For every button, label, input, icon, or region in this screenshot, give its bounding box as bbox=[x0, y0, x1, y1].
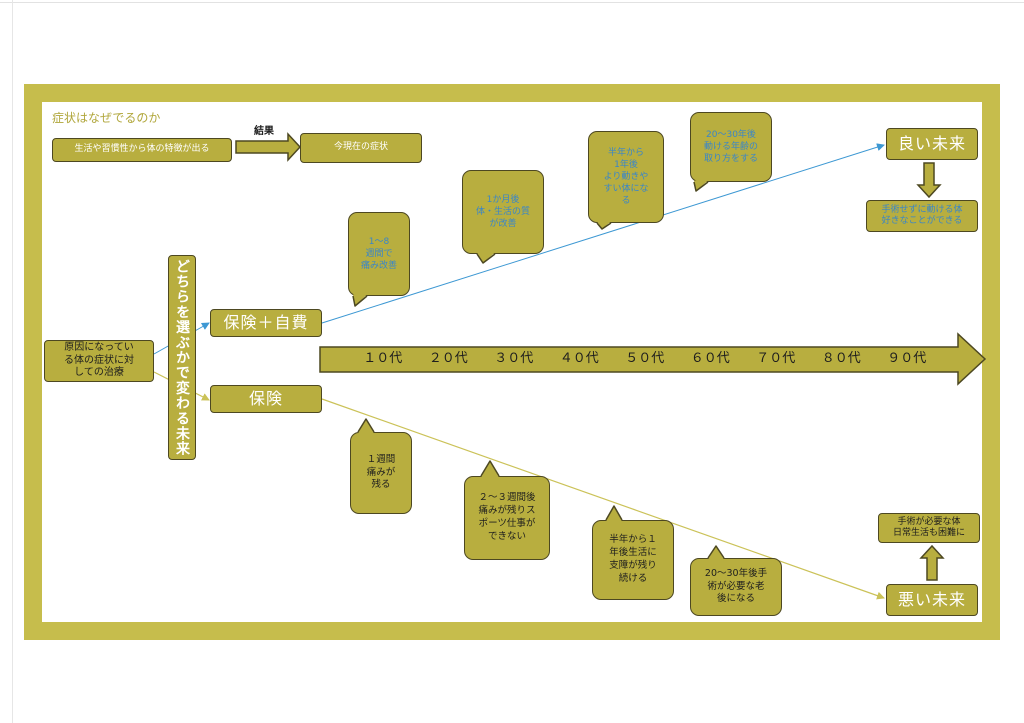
bad-bubble-1-text: １週間 痛みが 残る bbox=[366, 453, 396, 491]
diagram-title: 症状はなぜでるのか bbox=[52, 111, 161, 125]
bad-future-path-line bbox=[321, 398, 885, 600]
bad-bubble-4-text: 20〜30年後手 術が必要な老 後になる bbox=[704, 567, 768, 605]
timeline-age-label: ６０代 bbox=[690, 351, 730, 366]
bad-bubble-4: 20〜30年後手 術が必要な老 後になる bbox=[690, 545, 782, 616]
choice-label-box: どちらを選ぶかで変わる未来 bbox=[168, 255, 196, 460]
good-bubble-1-text: 1〜8 週間で 痛み改善 bbox=[360, 236, 397, 272]
good-bubble-3-text: 半年から 1年後 より動きや すい体にな る bbox=[603, 147, 649, 207]
good-bubble-3: 半年から 1年後 より動きや すい体にな る bbox=[588, 131, 664, 230]
current-symptom-box: 今現在の症状 bbox=[300, 133, 422, 163]
bad-future-box: 悪い未来 bbox=[886, 584, 978, 616]
good-bubble-2-text: 1か月後 体・生活の質 が改善 bbox=[475, 194, 530, 230]
good-bubble-1-pointer bbox=[352, 294, 368, 307]
timeline-age-label: ５０代 bbox=[625, 351, 665, 366]
timeline-age-label: ７０代 bbox=[756, 351, 796, 366]
good-future-box: 良い未来 bbox=[886, 128, 978, 160]
timeline-age-label: ２０代 bbox=[428, 351, 468, 366]
timeline-age-label: ９０代 bbox=[887, 351, 927, 366]
bad-outcome-box: 手術が必要な体 日常生活も困難に bbox=[878, 513, 980, 543]
bad-outcome-up-arrow bbox=[919, 544, 945, 581]
result-label: 結果 bbox=[254, 126, 274, 137]
bad-bubble-2-pointer bbox=[480, 460, 500, 478]
good-outcome-box: 手術せずに動ける体 好きなことができる bbox=[866, 200, 978, 232]
bad-bubble-1-pointer bbox=[357, 418, 375, 434]
good-bubble-3-pointer bbox=[596, 221, 612, 230]
bad-bubble-1: １週間 痛みが 残る bbox=[350, 418, 412, 514]
timeline-age-label: ４０代 bbox=[559, 351, 599, 366]
bad-bubble-4-pointer bbox=[707, 545, 725, 560]
good-bubble-1: 1〜8 週間で 痛み改善 bbox=[348, 212, 410, 307]
scan-edge-top bbox=[0, 2, 1024, 3]
bad-bubble-3-pointer bbox=[605, 505, 623, 522]
good-future-path-line bbox=[321, 143, 885, 324]
bad-bubble-2-text: ２〜３週間後 痛みが残りス ポーツ仕事が できない bbox=[478, 492, 536, 542]
habit-box: 生活や習慣性から体の特徴が出る bbox=[52, 138, 232, 162]
timeline-age-label: ３０代 bbox=[494, 351, 534, 366]
scan-edge-left bbox=[12, 0, 13, 723]
timeline-labels: １０代 ２０代 ３０代 ４０代 ５０代 ６０代 ７０代 ８０代 ９０代 bbox=[350, 350, 940, 368]
good-bubble-4-text: 20〜30年後 動ける年齢の 取り方をする bbox=[703, 129, 758, 165]
choice-label-text: どちらを選ぶかで変わる未来 bbox=[174, 258, 190, 457]
timeline-age-label: １０代 bbox=[363, 351, 403, 366]
bad-option-box: 保険 bbox=[210, 385, 322, 413]
bad-bubble-3-text: 半年から１ 年後生活に 支障が残り 続ける bbox=[609, 534, 657, 584]
good-option-box: 保険＋自費 bbox=[210, 309, 322, 337]
timeline-arrow bbox=[319, 332, 987, 386]
good-outcome-down-arrow bbox=[916, 162, 942, 199]
treatment-box: 原因になってい る体の症状に対 しての治療 bbox=[44, 340, 154, 382]
good-bubble-4: 20〜30年後 動ける年齢の 取り方をする bbox=[690, 112, 772, 192]
bad-bubble-2: ２〜３週間後 痛みが残りス ポーツ仕事が できない bbox=[464, 460, 550, 560]
bad-bubble-3: 半年から１ 年後生活に 支障が残り 続ける bbox=[592, 505, 674, 600]
good-bubble-2-pointer bbox=[476, 252, 496, 264]
good-bubble-2: 1か月後 体・生活の質 が改善 bbox=[462, 170, 544, 264]
good-bubble-4-pointer bbox=[693, 180, 709, 192]
result-arrow bbox=[235, 132, 302, 162]
timeline-age-label: ８０代 bbox=[821, 351, 861, 366]
